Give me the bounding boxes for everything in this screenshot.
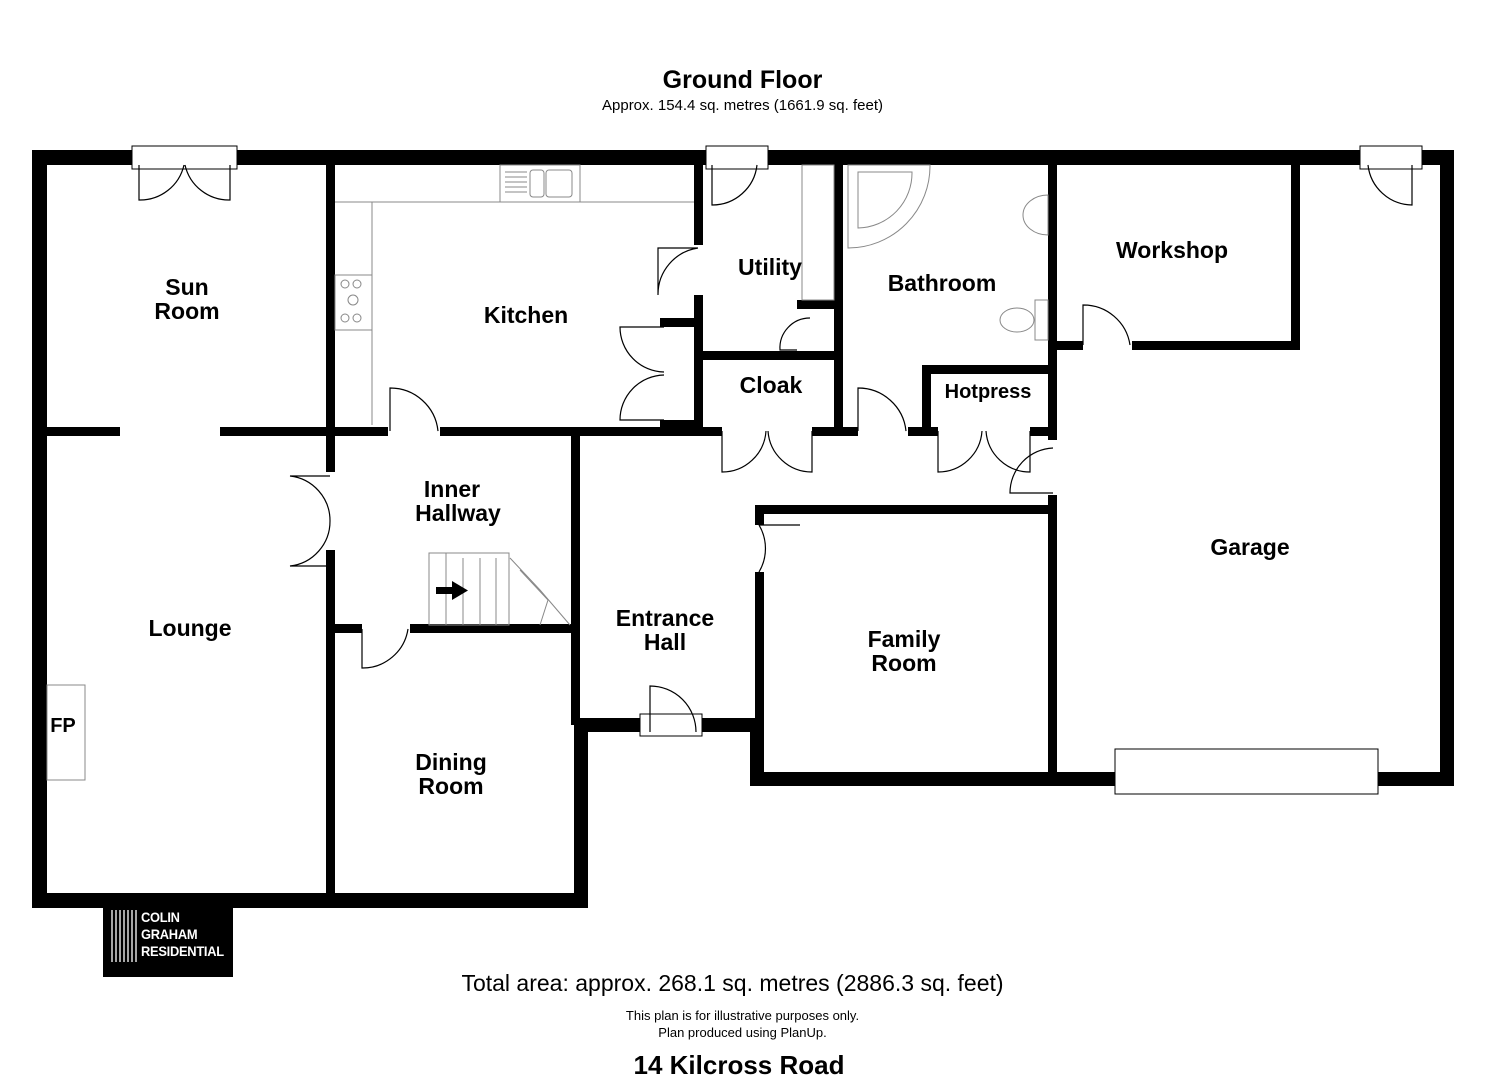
room-garage: Garage — [1210, 534, 1289, 560]
stairs-arrow-icon — [436, 581, 468, 600]
room-lounge: Lounge — [148, 615, 231, 641]
company-logo: COLIN GRAHAM RESIDENTIAL — [103, 896, 233, 977]
openings — [131, 145, 1423, 795]
room-workshop: Workshop — [1116, 237, 1228, 263]
fireplace-label: FP — [50, 715, 76, 737]
total-area: Total area: approx. 268.1 sq. metres (28… — [461, 970, 1004, 996]
disclaimer-note: This plan is for illustrative purposes o… — [625, 1008, 860, 1023]
internal-walls — [45, 160, 1300, 900]
plan-title: Ground Floor — [662, 66, 823, 94]
plan-subtitle: Approx. 154.4 sq. metres (1661.9 sq. fee… — [602, 97, 883, 114]
logo-lines-icon — [111, 910, 137, 962]
room-kitchen: Kitchen — [484, 302, 568, 328]
software-note: Plan produced using PlanUp. — [658, 1025, 827, 1040]
property-address: 14 Kilcross Road — [633, 1050, 845, 1080]
room-cloak: Cloak — [740, 372, 803, 398]
logo-text: COLIN GRAHAM RESIDENTIAL — [141, 909, 224, 959]
doors — [138, 164, 1413, 733]
fixtures — [46, 164, 1049, 781]
room-hotpress: Hotpress — [945, 381, 1032, 403]
room-utility: Utility — [738, 254, 802, 280]
outer-walls — [32, 150, 1454, 908]
room-bathroom: Bathroom — [888, 270, 997, 296]
